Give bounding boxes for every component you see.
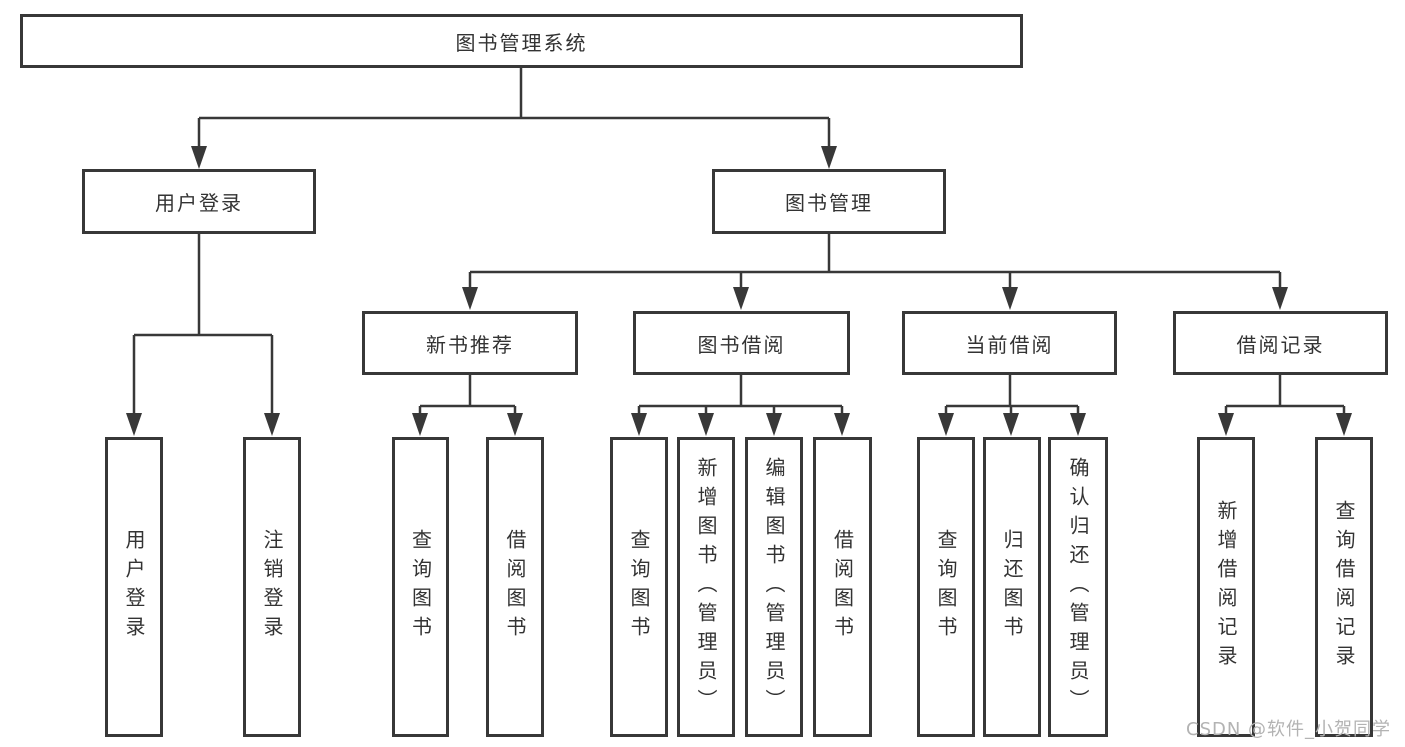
node-add-books-admin: 新增图书（管理员） [677,437,735,737]
arrowhead-icon [1218,413,1234,436]
node-label: 用户登录 [155,191,243,215]
node-label: 新增借阅记录 [1214,500,1238,674]
node-edit-books-admin: 编辑图书（管理员） [745,437,803,737]
node-label: 查询图书 [408,529,433,645]
arrowhead-icon [766,413,782,436]
node-label: 借阅图书 [503,529,527,645]
node-user-login-group: 用户登录 [82,169,316,234]
csdn-watermark: CSDN @软件_小贺同学 [1186,719,1392,740]
connector-book-management [468,234,1282,292]
connector-current-borrowing [944,375,1080,418]
arrowhead-icon [126,413,142,436]
arrowhead-icon [1336,413,1352,436]
arrowhead-icon [834,413,850,436]
arrowhead-icon [733,287,749,310]
arrowhead-icon [938,413,954,436]
node-label: 用户登录 [122,529,146,645]
node-label: 新书推荐 [426,332,514,357]
node-query-books-current: 查询图书 [917,437,975,737]
arrowhead-icon [462,287,478,310]
node-label: 确认归还（管理员） [1066,456,1090,718]
node-confirm-return-admin: 确认归还（管理员） [1048,437,1108,737]
node-label: 查询图书 [934,529,958,645]
node-label: 查询借阅记录 [1332,500,1356,674]
node-add-borrow-record: 新增借阅记录 [1197,437,1255,737]
arrowhead-icon [1070,413,1086,436]
node-user-login: 用户登录 [105,437,163,737]
node-return-books: 归还图书 [983,437,1041,737]
arrowhead-icon [821,146,837,169]
arrowhead-icon [631,413,647,436]
connector-new-book-recommend [418,375,517,418]
arrowhead-icon [698,413,714,436]
node-query-books-recommend: 查询图书 [392,437,449,737]
node-label: 新增图书（管理员） [694,456,718,718]
arrowhead-icon [1003,413,1019,436]
arrowhead-icon [1272,287,1288,310]
node-label: 图书管理 [785,191,873,215]
node-logout-login: 注销登录 [243,437,301,737]
node-label: 图书借阅 [697,332,786,357]
node-book-management: 图书管理 [712,169,946,234]
node-label: 编辑图书（管理员） [762,456,786,718]
node-query-borrow-record: 查询借阅记录 [1315,437,1373,737]
connector-book-borrowing [637,375,844,418]
arrowhead-icon [507,413,523,436]
node-borrow-books-borrowing: 借阅图书 [813,437,872,737]
node-borrow-books-recommend: 借阅图书 [486,437,544,737]
node-label: 查询图书 [627,529,651,645]
node-query-books-borrowing: 查询图书 [610,437,668,737]
node-library-management-system: 图书管理系统 [20,14,1023,68]
connector-user-login-group [132,234,274,418]
node-label: 借阅记录 [1236,332,1325,357]
node-label: 归还图书 [1000,529,1024,645]
arrowhead-icon [1002,287,1018,310]
connector-root [197,68,831,150]
node-label: 当前借阅 [965,332,1054,357]
node-current-borrowing: 当前借阅 [902,311,1117,375]
node-label: 借阅图书 [830,529,855,645]
node-book-borrowing: 图书借阅 [633,311,850,375]
arrowhead-icon [191,146,207,169]
node-borrowing-records: 借阅记录 [1173,311,1388,375]
node-new-book-recommend: 新书推荐 [362,311,578,375]
connector-borrowing-records [1224,375,1346,418]
node-label: 注销登录 [260,529,284,645]
arrowhead-icon [412,413,428,436]
node-label: 图书管理系统 [455,30,588,55]
arrowhead-icon [264,413,280,436]
